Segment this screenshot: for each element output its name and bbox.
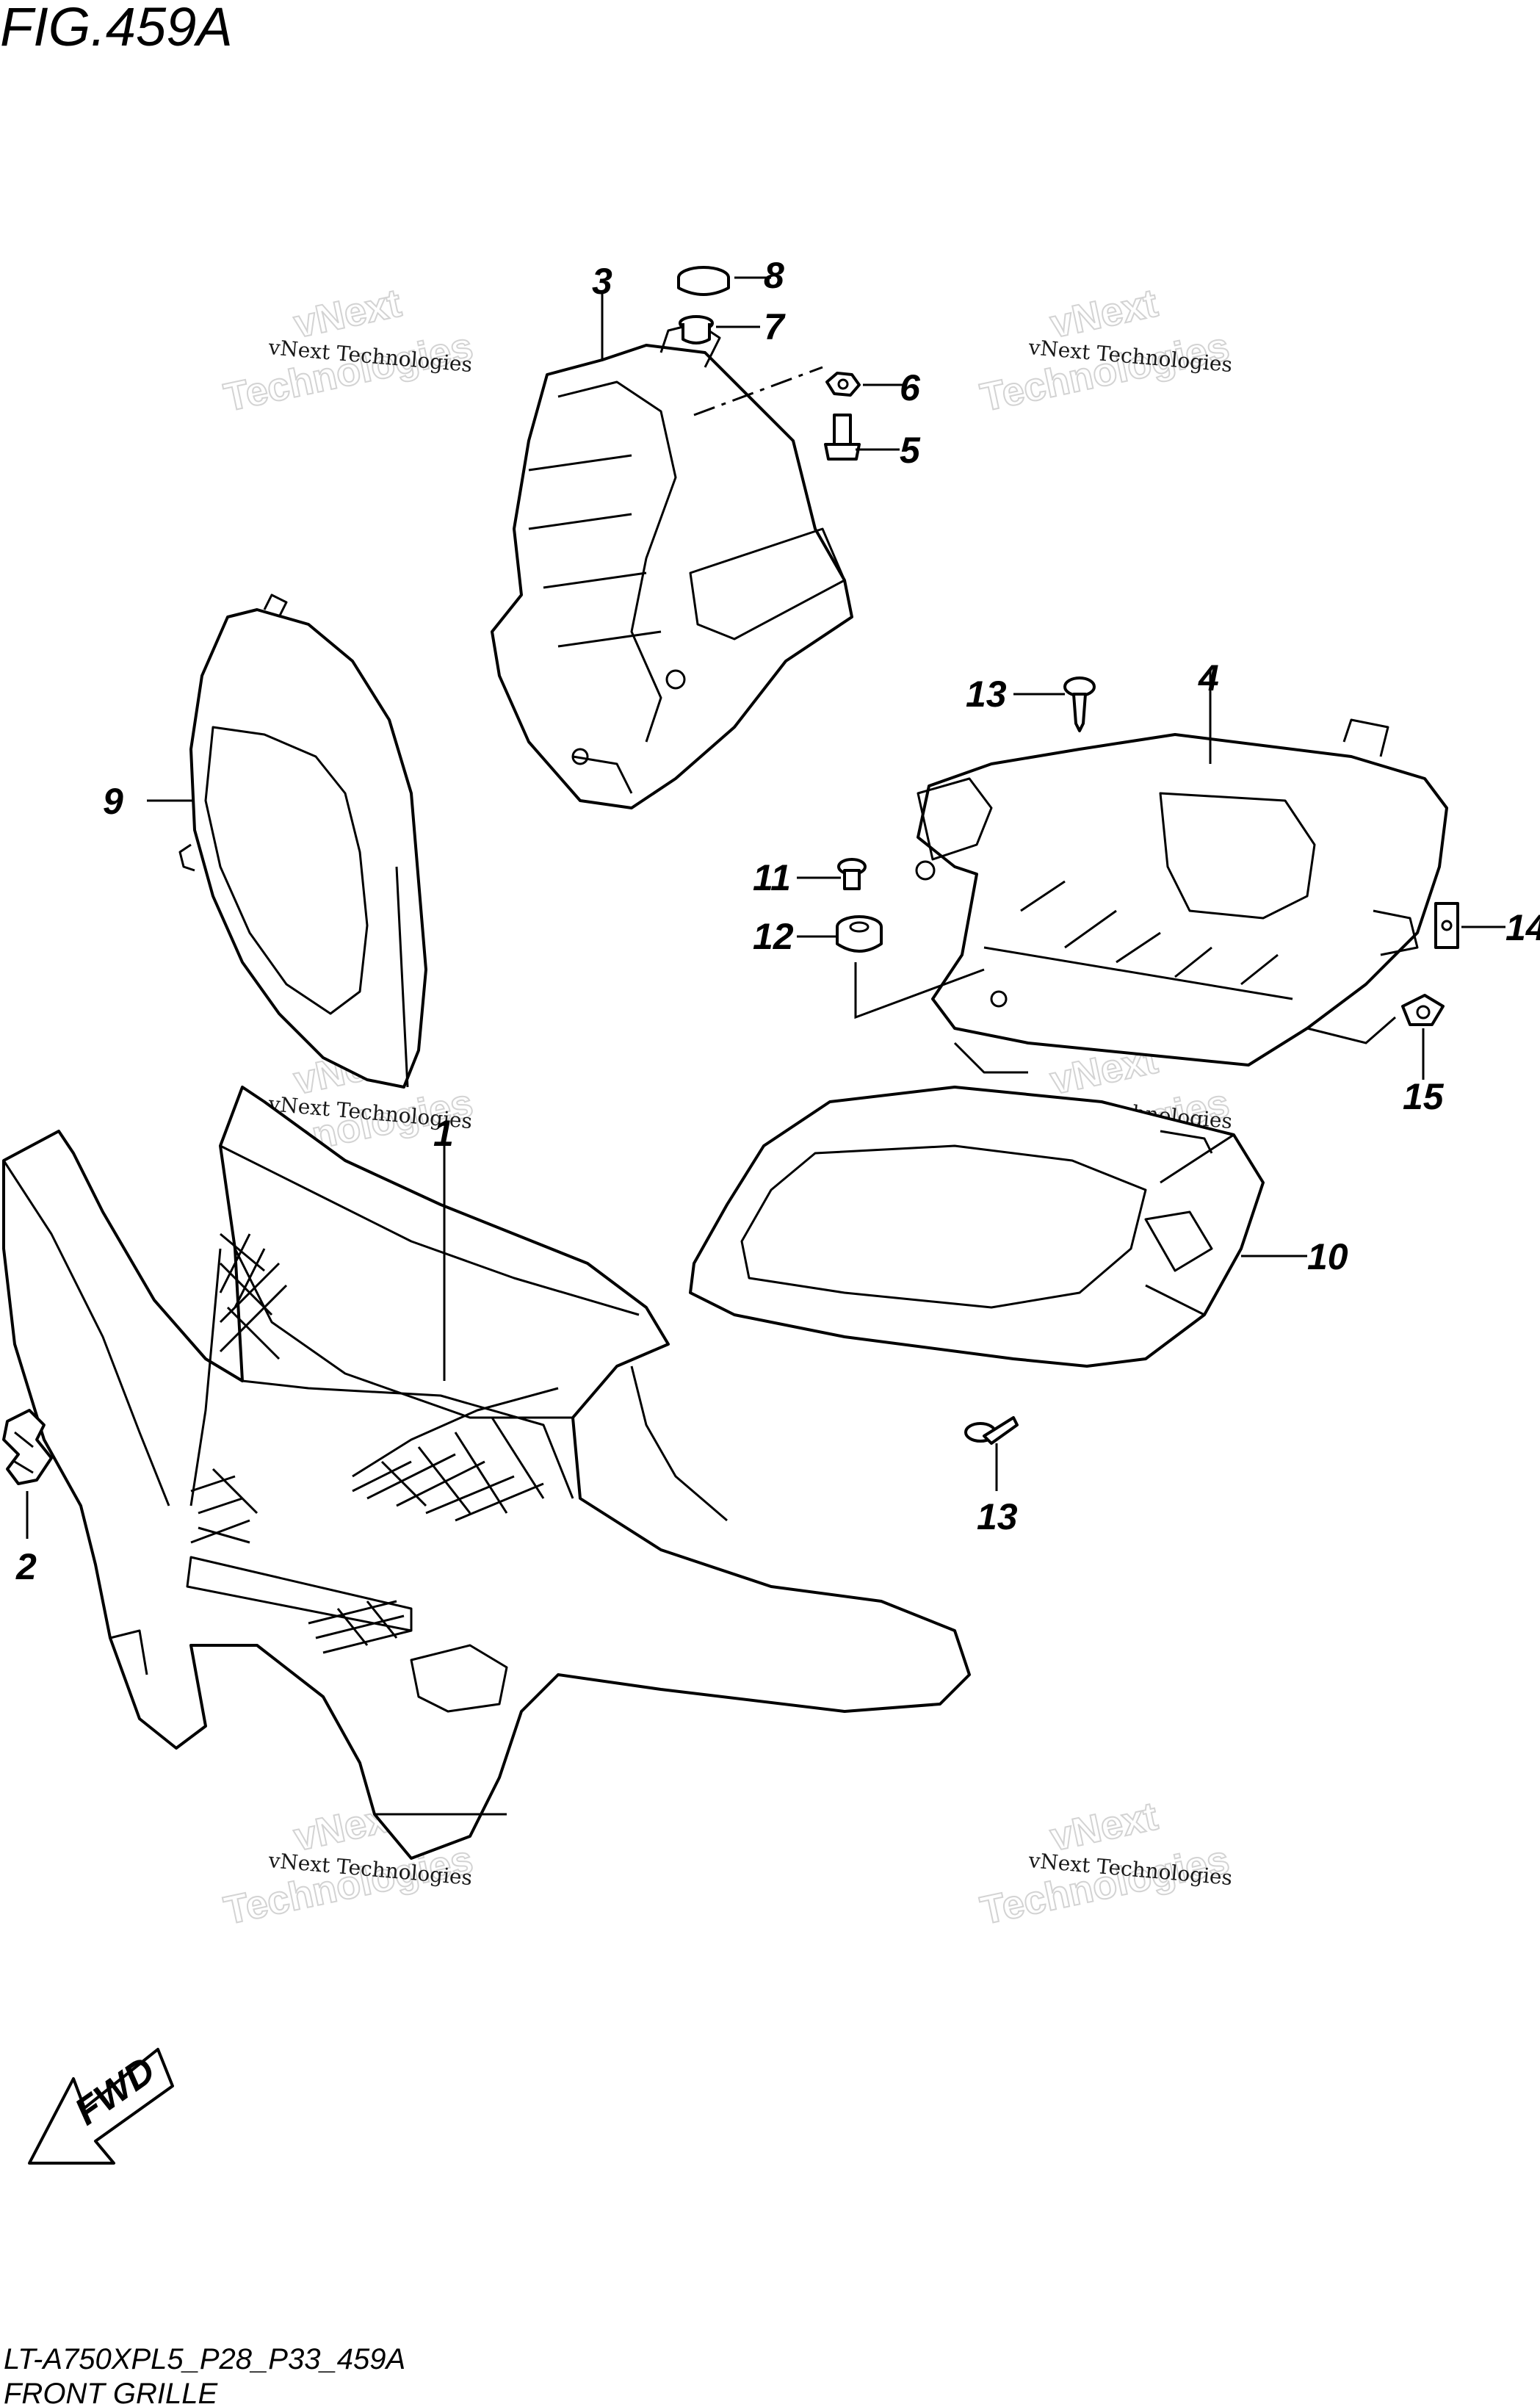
callout-2: 2 (15, 1546, 37, 1587)
watermark-top-left: vNext Technologies vNext Technologies (220, 280, 477, 420)
figure-caption: FRONT GRILLE (4, 2378, 218, 2407)
part-12-grommet (836, 915, 883, 953)
callout-3: 3 (592, 261, 612, 302)
leader-12-to-4 (854, 962, 985, 1020)
callout-12: 12 (753, 916, 794, 957)
callout-9: 9 (103, 781, 123, 822)
leader-lines (26, 276, 1505, 1539)
figure-title: FIG.459A (0, 0, 233, 57)
fwd-direction-arrow: FWD (28, 2048, 174, 2165)
part-4-bracket (915, 718, 1448, 1074)
callout-7: 7 (764, 306, 786, 347)
part-11-bolt (837, 858, 867, 890)
part-1-front-grille (2, 1086, 971, 1860)
callout-11: 11 (753, 857, 791, 898)
callout-14: 14 (1505, 907, 1540, 948)
part-5-bolt (824, 414, 861, 461)
part-10-lens-cover (689, 1086, 1265, 1368)
part-2-emblem (2, 1409, 53, 1485)
model-code: LT-A750XPL5_P28_P33_459A (4, 2343, 405, 2375)
callout-5: 5 (900, 430, 921, 471)
watermark-top-right: vNext Technologies vNext Technologies (976, 280, 1234, 420)
svg-text:vNext: vNext (1046, 1794, 1161, 1859)
callout-10: 10 (1307, 1236, 1348, 1277)
part-9-bezel (178, 593, 427, 1089)
callout-8: 8 (764, 255, 784, 296)
part-3-headlight-housing (491, 322, 853, 809)
callout-13-upper: 13 (966, 674, 1007, 715)
watermark-bottom-right: vNext Technologies vNext Technologies (976, 1793, 1234, 1933)
part-13-screw-lower (964, 1416, 1019, 1445)
part-14-clip (1434, 902, 1459, 949)
part-7-collar (679, 315, 714, 344)
part-13-screw-upper (1063, 676, 1096, 732)
svg-text:vNext: vNext (290, 281, 405, 346)
callout-1: 1 (433, 1113, 454, 1154)
part-15-clip (1401, 994, 1445, 1026)
callout-4: 4 (1198, 657, 1219, 699)
callout-13-lower: 13 (977, 1496, 1018, 1537)
leader-dash-3 (693, 366, 823, 416)
part-6-nut (825, 372, 861, 397)
part-8-grommet (677, 266, 730, 296)
callout-15: 15 (1403, 1076, 1445, 1117)
leader-15-to-4 (1306, 1016, 1396, 1044)
svg-text:vNext: vNext (1046, 281, 1161, 346)
callout-6: 6 (900, 367, 921, 408)
